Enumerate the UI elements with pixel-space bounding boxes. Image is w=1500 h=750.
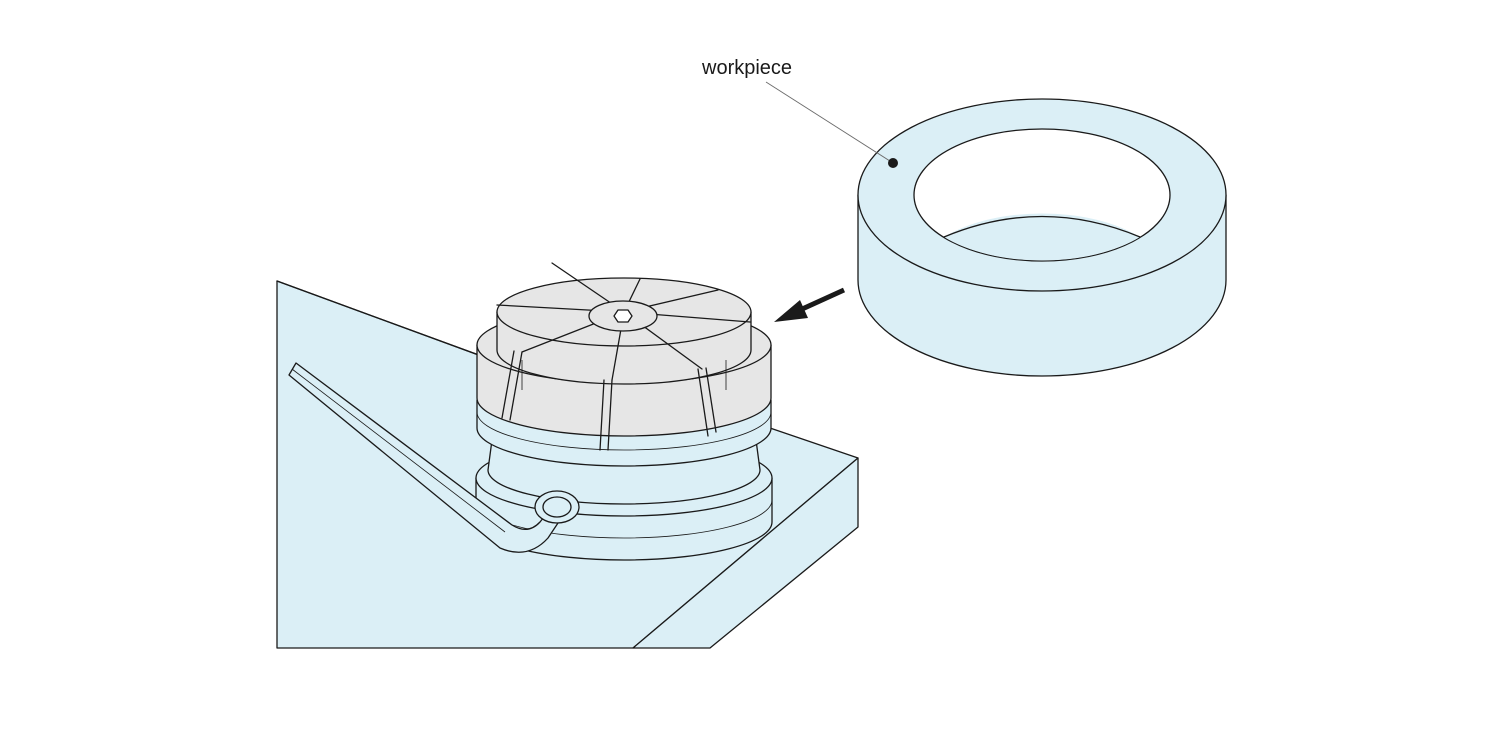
workpiece-label: workpiece [701, 57, 792, 79]
jaw-ring-upper [496, 277, 752, 390]
insertion-arrow [774, 287, 846, 322]
mandrel [475, 262, 773, 561]
center-screw [588, 300, 658, 332]
workpiece-ring [857, 98, 1227, 377]
hex-key [288, 362, 580, 553]
workpiece-callout: workpiece [701, 57, 898, 168]
base-plate-front-face [632, 457, 859, 649]
